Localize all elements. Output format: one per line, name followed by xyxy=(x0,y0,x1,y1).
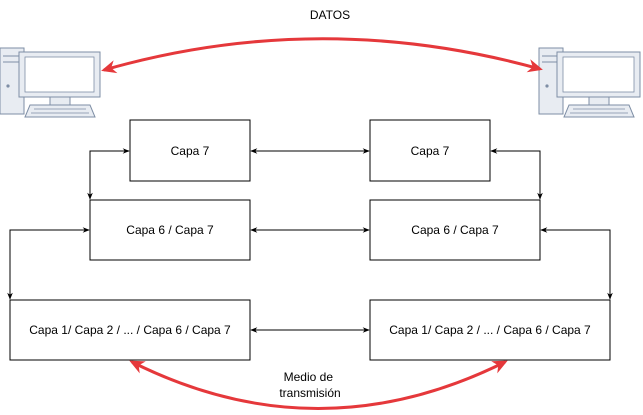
medium-label: Medio de transmisión xyxy=(279,370,340,400)
right-connector-6-1 xyxy=(540,227,613,300)
left-layer-6-label: Capa 6 / Capa 7 xyxy=(126,223,214,237)
left-layer-6-box xyxy=(89,199,251,261)
left-layer-7-box xyxy=(129,119,251,182)
left-layer-1-label: Capa 1/ Capa 2 / ... / Capa 6 / Capa 7 xyxy=(29,323,231,337)
right-layer-stack: Capa 7 Capa 6 / Capa 7 Capa 1/ Capa 2 / … xyxy=(369,119,611,361)
right-layer-1-label: Capa 1/ Capa 2 / ... / Capa 6 / Capa 7 xyxy=(389,323,591,337)
data-flow-arrow xyxy=(101,37,543,74)
right-layer-7-box xyxy=(369,119,491,182)
right-layer-6-box xyxy=(369,199,541,261)
right-layer-7-label: Capa 7 xyxy=(411,144,450,158)
medium-label-line-1: Medio de xyxy=(284,370,334,384)
computer-icon xyxy=(538,47,641,118)
left-layer-7-label: Capa 7 xyxy=(171,144,210,158)
left-layer-stack: Capa 7 Capa 6 / Capa 7 Capa 1/ Capa 2 / … xyxy=(9,119,251,361)
diagram-title: DATOS xyxy=(310,8,350,22)
transmission-medium-arrow xyxy=(129,360,508,410)
right-layer-1-box xyxy=(369,299,611,361)
right-layer-6-label: Capa 6 / Capa 7 xyxy=(411,223,499,237)
left-connector-7-6 xyxy=(87,148,130,200)
left-layer-1-box xyxy=(9,299,251,361)
computer-icon xyxy=(0,47,101,118)
medium-label-line-2: transmisión xyxy=(279,386,340,400)
left-connector-6-1 xyxy=(7,227,90,300)
right-connector-7-6 xyxy=(490,148,543,200)
